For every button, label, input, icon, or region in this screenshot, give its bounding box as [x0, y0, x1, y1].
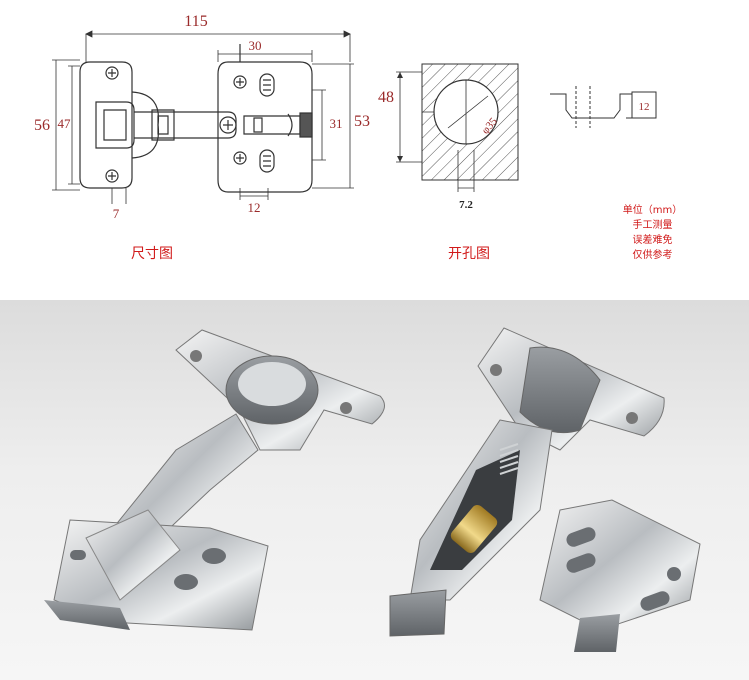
label-cup-depth: 12 — [639, 101, 650, 113]
hole-section-view — [396, 63, 519, 192]
note-line2: 误差难免 — [632, 235, 673, 246]
label-hole-spacing: 12 — [248, 200, 261, 215]
label-height-inner: 47 — [58, 116, 72, 131]
technical-drawing: 115 30 56 47 53 31 7 12 尺寸图 48 φ35 7.2 开… — [34, 13, 657, 262]
hinge-dimension-labels: 115 30 56 47 53 31 7 12 — [34, 13, 370, 221]
label-height-plate-inner: 31 — [330, 116, 343, 131]
note-line1: 手工测量 — [632, 220, 673, 231]
note-line3: 仅供参考 — [632, 250, 673, 261]
hinge-top-view — [79, 44, 313, 193]
measurement-note: 单位（mm） 手工测量 误差难免 仅供参考 — [600, 203, 705, 263]
label-height-outer: 56 — [34, 117, 50, 134]
caption-hole: 开孔图 — [448, 246, 490, 262]
label-height-plate: 53 — [354, 113, 370, 130]
hinge-assembled — [44, 329, 385, 631]
note-unit: 单位（mm） — [622, 205, 683, 216]
coil-spring — [499, 443, 519, 475]
cup-side-profile: 12 — [550, 86, 657, 128]
label-width-total: 115 — [184, 13, 207, 30]
label-hole-height: 48 — [378, 89, 394, 106]
hinge-dimension-lines — [52, 30, 354, 204]
label-edge-distance: 7.2 — [459, 199, 473, 211]
caption-dimensions: 尺寸图 — [131, 246, 173, 262]
hinge-exploded — [389, 327, 701, 652]
label-offset-left: 7 — [113, 206, 120, 221]
hinge-photo-area — [0, 300, 749, 680]
label-width-arm: 30 — [249, 38, 262, 53]
hinge-photo — [44, 327, 701, 652]
